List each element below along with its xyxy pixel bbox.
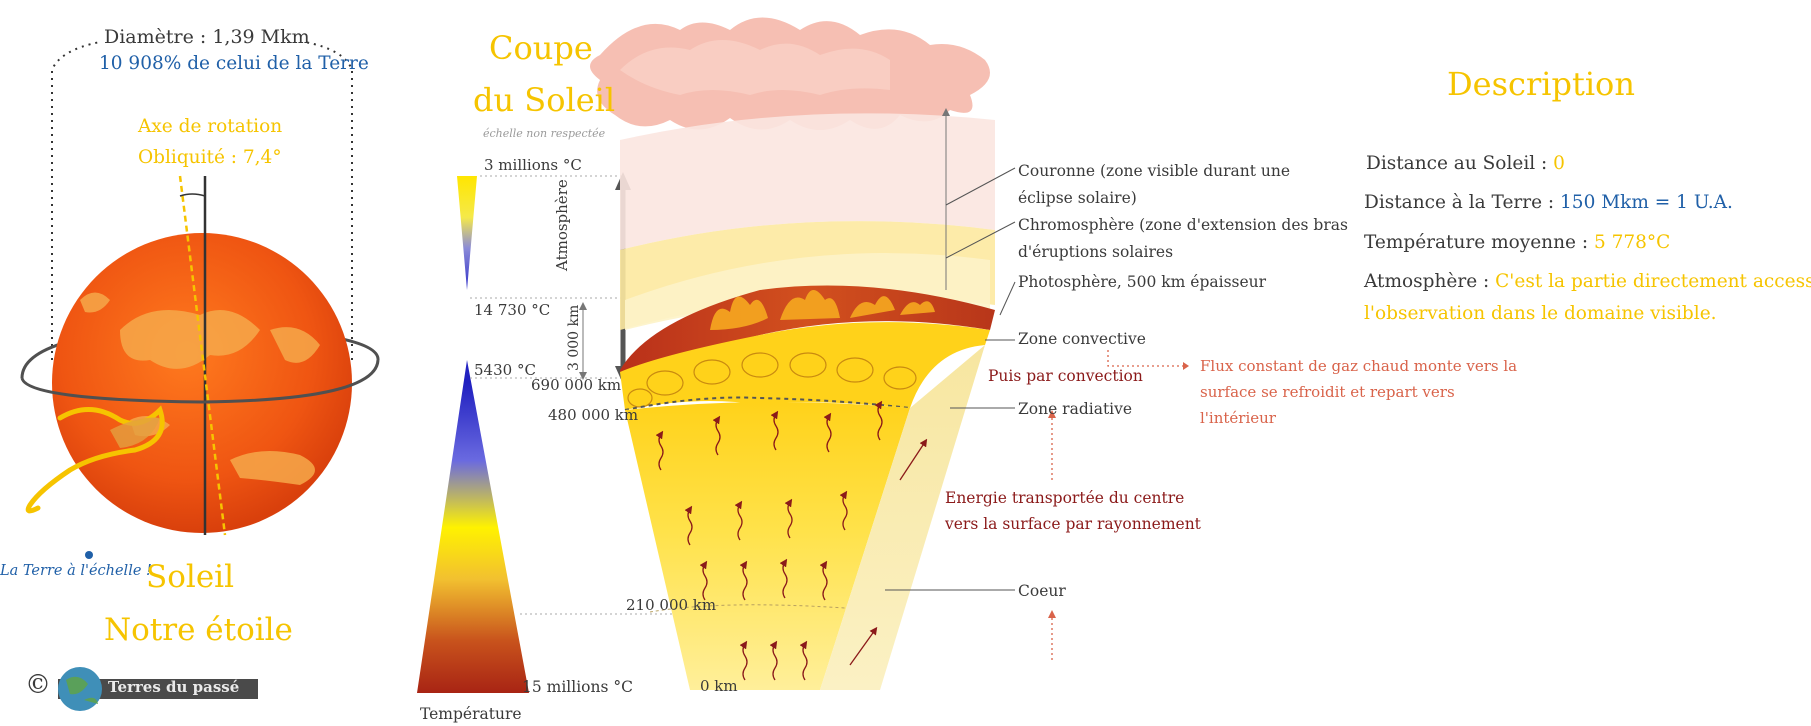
convective-layer [620,322,990,410]
photosphere-label: Photosphère, 500 km épaisseur [1018,273,1267,291]
diameter-label: Diamètre : 1,39 Mkm [104,26,310,48]
process-pointers [1051,350,1185,660]
radiative-label: Zone radiative [1018,400,1133,418]
earth-scale-note: La Terre à l'échelle ! [0,563,152,579]
atmosphere-row-line2: l'observation dans le domaine visible. [1364,303,1717,324]
convective-boundary [624,396,911,411]
sun-surface-patches [80,292,320,485]
chromosphere-label-line1: Chromosphère (zone d'extension des bras [1018,216,1348,234]
earth-dot [85,551,93,559]
convective-label: Zone convective [1018,330,1146,348]
flux-note-line2: surface se refroidit et repart vers [1200,383,1455,401]
temp-top-label: 3 millions °C [484,156,582,174]
core-label: Coeur [1018,582,1066,600]
thickness-label: 3 000 km [566,304,582,371]
temp-mid-label: 14 730 °C [474,301,551,319]
sun-name: Soleil [146,559,234,595]
sun-globe [52,233,352,533]
scale-note: échelle non respectée [483,127,606,140]
distance-sun-row: Distance au Soleil : 0 [1366,153,1565,174]
brand-logo [58,667,258,711]
photosphere-flames [710,290,935,330]
radiation-arrows [655,400,928,681]
cone-side-face [820,345,985,690]
rotation-axis-label: Axe de rotation [138,116,283,137]
radius-690: 690 000 km [531,376,622,394]
temp-core-label: 15 millions °C [522,678,633,696]
temperature-caption: Température [420,705,522,723]
section-title-line2: du Soleil [473,81,616,119]
temperature-row: Température moyenne : 5 778°C [1364,232,1671,253]
radiative-zone [625,401,910,690]
atmosphere-row: Atmosphère : C'est la partie directement… [1364,271,1811,292]
temperature-gradient-bar [417,176,529,693]
label-leader-lines [885,167,1016,591]
corona-label-line1: Couronne (zone visible durant une [1018,162,1291,180]
energy-note-line2: vers la surface par rayonnement [945,515,1201,533]
photosphere-layer [620,285,995,372]
rotation-ring-front [20,359,380,404]
diameter-ratio: 10 908% de celui de la Terre [99,53,369,74]
corona-flames [590,17,990,130]
chromosphere-label-line2: d'éruptions solaires [1018,243,1174,261]
description-title: Description [1447,65,1635,103]
atmosphere-label: Atmosphère [553,179,571,271]
radius-0: 0 km [700,677,738,695]
temperature-guides [470,175,700,615]
corona-label-line2: éclipse solaire) [1018,189,1137,207]
radius-480: 480 000 km [548,406,639,424]
flux-note-line1: Flux constant de gaz chaud monte vers la [1200,357,1518,375]
solar-flare [25,405,165,514]
convection-cells [627,352,917,408]
section-title-line1: Coupe [489,29,593,67]
flux-note-line3: l'intérieur [1200,409,1276,427]
corona-layer [620,113,995,250]
sun-subtitle: Notre étoile [104,612,293,648]
distance-earth-row: Distance à la Terre : 150 Mkm = 1 U.A. [1364,192,1733,213]
obliquity-axis [178,175,227,536]
convection-note: Puis par convection [988,367,1143,385]
copyright-icon: © [25,670,51,700]
temp-surface-label: 5430 °C [474,361,536,379]
radius-210: 210 000 km [626,596,717,614]
obliquity-label: Obliquité : 7,4° [138,147,282,168]
brand-name: Terres du passé [108,678,240,696]
core-boundary [649,604,846,613]
energy-note-line1: Energie transportée du centre [945,489,1185,507]
